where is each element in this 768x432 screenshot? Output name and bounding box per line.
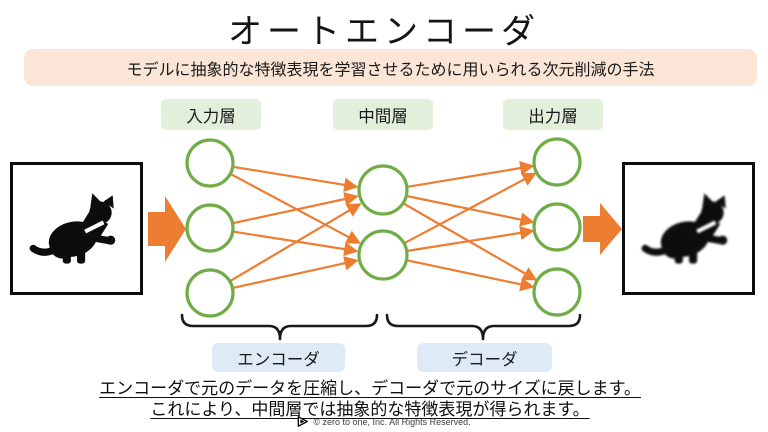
definition-banner: モデルに抽象的な特徴表現を学習させるために用いられる次元削減の手法	[24, 49, 757, 86]
original-image-box	[10, 162, 143, 295]
encoder-label: エンコーダ	[212, 343, 345, 372]
output-layer-text: 出力層	[528, 107, 578, 126]
page-title: オートエンコーダ	[228, 13, 540, 51]
encoder-text: エンコーダ	[237, 350, 320, 369]
cat-photo-icon	[26, 178, 128, 280]
hidden-layer-label: 中間層	[333, 99, 433, 130]
caption-line-1: エンコーダで元のデータを圧縮し、デコーダで元のサイズに戻します。	[0, 374, 768, 399]
network-edge	[406, 225, 535, 253]
reconstructed-image-box	[622, 162, 755, 295]
caption-line-1-text: エンコーダで元のデータを圧縮し、デコーダで元のサイズに戻します。	[99, 379, 641, 398]
network-edge	[233, 256, 359, 289]
definition-text: モデルに抽象的な特徴表現を学習させるために用いられる次元削減の手法	[126, 61, 655, 79]
zero-to-one-logo-icon	[298, 416, 309, 427]
output-node-3	[532, 267, 582, 317]
output-node-1	[532, 137, 582, 187]
network-edge	[233, 192, 359, 225]
decoder-label: デコーダ	[417, 343, 552, 372]
caption-line-2-text: これにより、中間層では抽象的な特徴表現が得られます。	[150, 400, 590, 419]
input-node-1	[185, 138, 235, 188]
footer: © zero to one, Inc. All Rights Reserved.	[0, 414, 768, 429]
decoder-edges	[403, 161, 538, 292]
output-node-2	[532, 202, 582, 252]
input-arrow-icon	[148, 196, 186, 262]
network-edge	[403, 172, 537, 245]
copyright-text: © zero to one, Inc. All Rights Reserved.	[313, 416, 471, 427]
output-arrow-icon	[583, 203, 622, 255]
network-edge	[233, 165, 359, 192]
network-edge	[230, 203, 362, 282]
input-layer-text: 入力層	[186, 107, 236, 126]
network-nodes	[185, 137, 582, 318]
encoder-brace-icon	[180, 313, 379, 341]
hidden-node-1	[357, 164, 409, 216]
input-node-3	[185, 268, 235, 318]
encoder-edges	[230, 165, 362, 289]
hidden-node-2	[357, 229, 409, 281]
network-edge	[403, 202, 538, 281]
decoder-brace-icon	[385, 313, 582, 341]
caption-line-2: これにより、中間層では抽象的な特徴表現が得られます。	[0, 395, 768, 420]
network-edge	[406, 194, 535, 227]
decoder-text: デコーダ	[451, 350, 518, 369]
reconstructed-cat-photo-icon	[638, 178, 740, 280]
network-edge	[230, 173, 361, 244]
output-layer-label: 出力層	[503, 99, 603, 130]
hidden-layer-text: 中間層	[358, 107, 408, 126]
input-layer-label: 入力層	[161, 99, 261, 130]
network-edge	[233, 230, 359, 257]
input-node-2	[185, 203, 235, 253]
network-edge	[406, 161, 535, 188]
network-edge	[406, 259, 535, 292]
